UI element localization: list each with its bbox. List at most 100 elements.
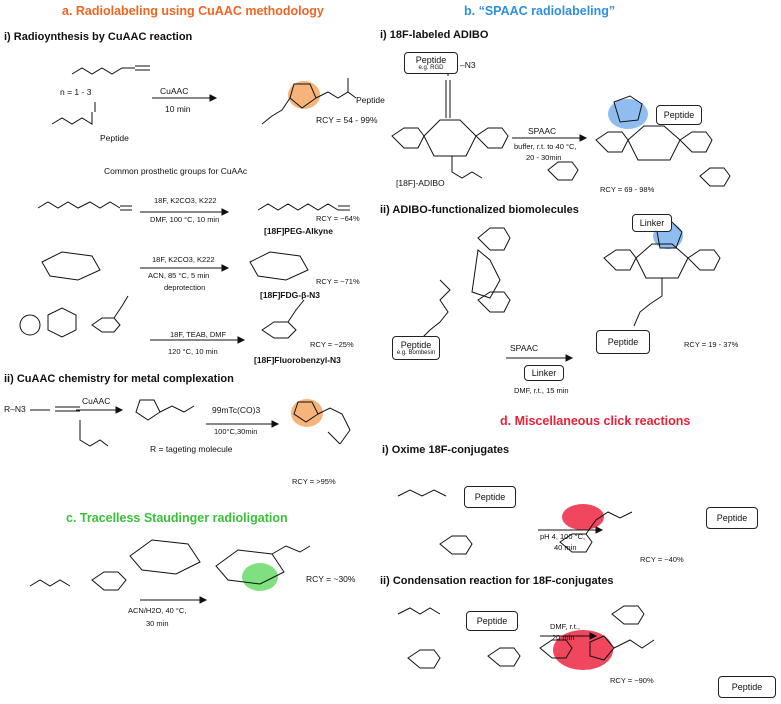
cond-cond1: DMF, r.t.,: [550, 622, 580, 631]
peptide-box-spaac2-product: Peptide: [596, 330, 650, 354]
peptide-box-oxime-product: Peptide: [706, 507, 758, 529]
triazole-ring: [289, 83, 317, 109]
tc-conditions: 100°C,30min: [214, 427, 258, 436]
linker-box-product: Linker: [632, 214, 672, 232]
cuaac-condition-2: CuAAC: [82, 396, 111, 406]
common-prosthetic-caption: Common prosthetic groups for CuAAc: [104, 166, 248, 176]
linker-label-product: Linker: [639, 218, 665, 228]
peptide-box-spaac-product: Peptide: [656, 105, 702, 125]
peptide-label-a2: Peptide: [356, 95, 385, 105]
cond-rcy: RCY = ~90%: [610, 676, 654, 685]
peptide-bombesin-box: Peptide e.g. Bombesin: [392, 336, 440, 360]
r2-deprotection: deprotection: [164, 283, 206, 292]
oxime-product-ring: [559, 533, 593, 553]
triazole-highlight-blue: [608, 99, 648, 129]
b-i-title: i) 18F-labeled ADIBO: [380, 29, 489, 41]
spaac-rcy-1: RCY = 69 - 98%: [600, 185, 655, 194]
thiazoline-ring: [589, 635, 615, 661]
linker-label-reagent: Linker: [531, 368, 557, 378]
peptide-label-cond-product: Peptide: [731, 682, 763, 692]
r1-cond2: DMF, 100 °C, 10 min: [150, 215, 220, 224]
condensation-product-ring: [539, 639, 573, 659]
peptide-rgd-box: Peptide e.g. RGD: [404, 52, 458, 74]
r1-product-name: [18F]PEG-Alkyne: [264, 226, 333, 236]
benzene-product-r3: [261, 321, 297, 339]
peptide-label-a1: Peptide: [100, 133, 129, 143]
section-c-title: c. Tracelless Staudinger radioligation: [66, 511, 288, 525]
section-a-title: a. Radiolabeling using CuAAC methodology: [62, 4, 324, 18]
r2-rcy: RCY = ~71%: [316, 277, 360, 286]
spaac-label-2: SPAAC: [510, 343, 539, 353]
peptide-label-oxime-product: Peptide: [716, 513, 748, 523]
eg-bombesin-label: e.g. Bombesin: [396, 350, 436, 356]
oxime-highlight-red: [562, 504, 604, 530]
rcy-tc: RCY = >95%: [292, 477, 336, 486]
adibo-cyclooctyne: [423, 119, 477, 157]
a-ii-title: ii) CuAAC chemistry for metal complexati…: [4, 373, 234, 385]
adibo-label: [18F]-ADIBO: [396, 178, 445, 188]
section-b-title: b. “SPAAC radiolabeling”: [464, 4, 616, 18]
rcy-a1: RCY = 54 - 99%: [316, 115, 378, 125]
a-i-title: i) Radioynthesis by CuAAC reaction: [4, 31, 193, 43]
r3-cond2: 120 °C, 10 min: [168, 347, 218, 356]
cuaac-time: 10 min: [165, 104, 191, 114]
r2-cond1: 18F, K2CO3, K222: [152, 255, 215, 264]
cond-cond2: 20 min: [552, 633, 575, 642]
staudinger-cond2: 30 min: [146, 619, 169, 628]
galactose-ring: [129, 539, 201, 575]
alkyne-chain: [71, 67, 135, 75]
amide-highlight-green: [242, 563, 278, 591]
spaac-cond1: buffer, r.t. to 40 °C,: [514, 142, 577, 151]
galactose-product: [215, 549, 285, 585]
peptide-label-oxime-reagent: Peptide: [474, 492, 506, 502]
spaac-product-core: [627, 125, 681, 161]
tc-reagent: 99mTc(CO)3: [212, 405, 261, 415]
r3-product-name: [18F]Fluorobenzyl-N3: [254, 355, 341, 365]
staudinger-rcy: RCY = ~30%: [306, 574, 356, 584]
spaac-product-triazole: [613, 95, 643, 123]
benzene-r3: [91, 317, 121, 333]
peptide-rgd-label: Peptide: [415, 55, 447, 65]
oxime-rcy: RCY = ~40%: [640, 555, 684, 564]
r1-cond1: 18F, K2CO3, K222: [154, 196, 217, 205]
section-d-title: d. Miscellaneous click reactions: [500, 414, 691, 428]
r3-rcy: RCY = ~25%: [310, 340, 354, 349]
peptide-label-cond-reagent: Peptide: [476, 616, 508, 626]
spaac-label-1: SPAAC: [528, 126, 557, 136]
r2-product-name: [18F]FDG-β-N3: [260, 290, 320, 300]
azide-chain: [51, 112, 93, 125]
adibo-benzene-right: [475, 127, 509, 149]
peptide-box-cond-product: Peptide: [718, 676, 776, 698]
cyclopentyl: [19, 314, 41, 336]
linker-box-reagent: Linker: [524, 365, 564, 381]
benzene-staudinger: [91, 571, 127, 591]
adibo-benzene-left: [391, 127, 425, 149]
peptide-label-spaac2-product: Peptide: [607, 337, 639, 347]
thiazole-highlight-red: [553, 630, 613, 670]
r3-cond1: 18F, TEAB, DMF: [170, 330, 227, 339]
peptide-box-cond-reagent: Peptide: [466, 611, 518, 631]
spaac-cond2: 20 - 30min: [526, 153, 562, 162]
r1-rcy: RCY = ~64%: [316, 214, 360, 223]
cuaac-condition: CuAAC: [160, 86, 189, 96]
sugar-ring-2: [249, 251, 309, 281]
r2-cond2: ACN, 85 °C, 5 min: [148, 271, 210, 280]
d-i-title: i) Oxime 18F-conjugates: [382, 444, 510, 456]
spaac-cond3: DMF, r.t., 15 min: [514, 386, 569, 395]
oxime-cond2: 40 min: [554, 543, 577, 552]
peptide-box-oxime-reagent: Peptide: [464, 486, 516, 508]
spaac-product-fluorophenyl: [699, 167, 731, 187]
oxime-cond1: pH 4, 100 °C,: [540, 532, 586, 541]
n-range: n = 1 - 3: [60, 87, 92, 97]
staudinger-cond1: ACN/H2O, 40 °C,: [128, 606, 187, 615]
spaac-product-right: [679, 131, 713, 153]
sugar-ring-1: [41, 251, 101, 281]
peptide-label-spaac-product: Peptide: [663, 110, 695, 120]
spaac2-core: [635, 243, 689, 279]
benzothiazole-left: [487, 647, 521, 667]
r-n3: R–N3: [4, 404, 26, 414]
r-definition: R = tageting molecule: [150, 444, 233, 454]
eg-rgd-label: e.g. RGD: [418, 65, 444, 71]
triazole-highlight-orange-tc: [291, 399, 323, 427]
